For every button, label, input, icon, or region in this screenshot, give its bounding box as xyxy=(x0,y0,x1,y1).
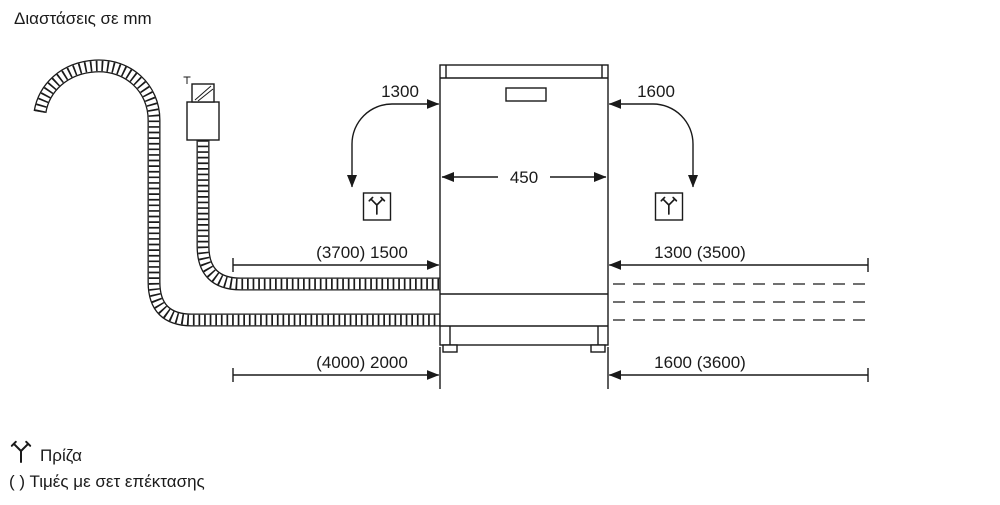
power-socket-icon xyxy=(368,196,386,215)
dim-hose-mid-right: 1300 (3500) xyxy=(608,243,869,272)
dim-label-bottom-left: (4000) 2000 xyxy=(316,353,408,372)
supply-hose xyxy=(196,140,444,291)
tap-icon xyxy=(183,76,191,84)
nut-hatch xyxy=(194,85,214,102)
dim-label-mid-left: (3700) 1500 xyxy=(316,243,408,262)
drain-hose xyxy=(33,59,444,327)
dim-label-mid-right: 1300 (3500) xyxy=(654,243,746,262)
foot-right xyxy=(590,344,606,353)
page-title: Διαστάσεις σε mm xyxy=(14,9,152,28)
dim-label-cord-left: 1300 xyxy=(381,82,419,101)
hose-continuation-dashes xyxy=(613,283,870,321)
dim-label-cord-right: 1600 xyxy=(637,82,675,101)
control-panel xyxy=(505,87,547,102)
dishwasher xyxy=(439,64,609,353)
kickplate-insets xyxy=(449,326,599,345)
supply-hose-tube xyxy=(196,140,444,291)
foot-left xyxy=(442,344,458,353)
legend: Πρίζα ( ) Τιμές με σετ επέκτασης xyxy=(9,440,205,491)
dim-appliance-width: 450 xyxy=(441,168,607,187)
power-socket-icon xyxy=(10,440,32,463)
dim-power-cord-right: 1600 xyxy=(608,82,698,188)
dim-hose-bottom-left: (4000) 2000 xyxy=(232,347,441,389)
power-socket-icon xyxy=(660,196,678,215)
dim-label-bottom-right: 1600 (3600) xyxy=(654,353,746,372)
dim-arrow-cord-right xyxy=(608,99,698,188)
dim-arrow-cord-left xyxy=(347,99,440,188)
connector-box xyxy=(186,101,220,141)
legend-extension-note: ( ) Τιμές με σετ επέκτασης xyxy=(9,472,205,491)
legend-socket-label: Πρίζα xyxy=(40,446,82,465)
socket-right xyxy=(654,192,684,221)
aquastop-connector xyxy=(183,76,220,141)
dim-hose-mid-left: (3700) 1500 xyxy=(232,243,440,272)
worktop-notches xyxy=(445,65,603,78)
dim-power-cord-left: 1300 xyxy=(347,82,440,188)
socket-left xyxy=(362,192,392,221)
dishwasher-outline xyxy=(439,64,609,346)
dim-label-width: 450 xyxy=(510,168,538,187)
dim-hose-bottom-right: 1600 (3600) xyxy=(607,347,869,389)
